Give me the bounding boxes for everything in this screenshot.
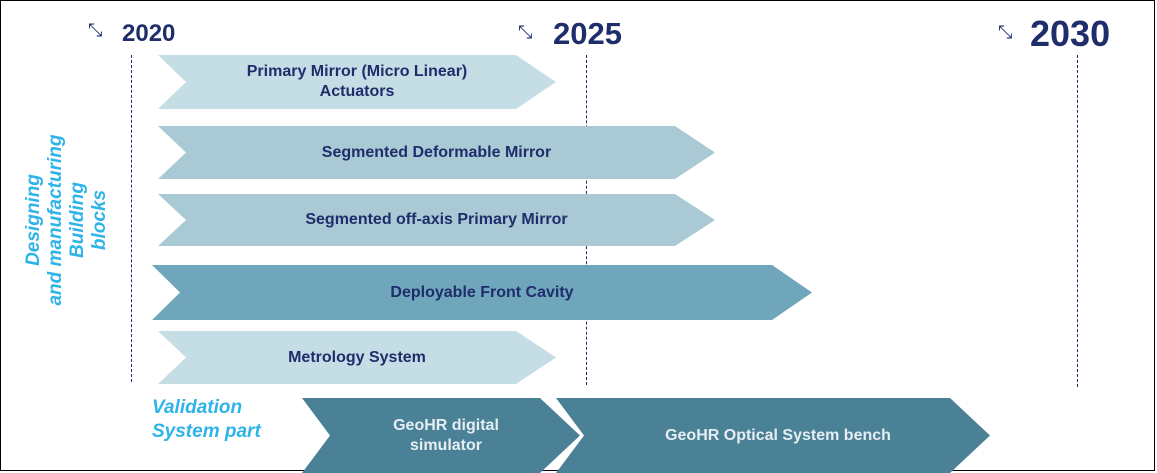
year-2020: 2020 [122, 20, 176, 47]
primary-mirror-actuators-arrow: Primary Mirror (Micro Linear) Actuators [158, 55, 556, 109]
validation-system-label: Validation System part [152, 396, 261, 444]
timeline-2020-line [131, 55, 132, 382]
satellite-icon: ⤡ [998, 22, 1013, 43]
arrow-label: Metrology System [288, 348, 426, 366]
geohr-optical-system-bench-arrow: GeoHR Optical System bench [556, 398, 990, 473]
building-blocks-label: Designing and manufacturing Building blo… [23, 100, 113, 340]
arrow-label: Segmented Deformable Mirror [321, 143, 552, 161]
arrow-label: GeoHR Optical System bench [665, 426, 891, 444]
label-line: and manufacturing [45, 134, 66, 306]
label-line: blocks [89, 189, 110, 251]
satellite-icon: ⤡ [518, 22, 533, 43]
arrow-label: Segmented off-axis Primary Mirror [305, 211, 568, 228]
timeline-2030-line [1077, 55, 1078, 387]
geohr-digital-simulator-arrow: GeoHR digital simulator [302, 398, 580, 473]
label-line: Validation [152, 397, 243, 418]
arrow-label: Deployable Front Cavity [390, 283, 574, 301]
label-line: System part [152, 421, 261, 442]
year-2025: 2025 [553, 16, 622, 51]
label-line: Building [67, 182, 88, 258]
label-line: Designing [23, 174, 44, 266]
deployable-front-cavity-arrow: Deployable Front Cavity [152, 265, 812, 320]
arrow-label: Primary Mirror (Micro Linear) [246, 63, 468, 80]
arrow-label: GeoHR digital [393, 416, 499, 434]
segmented-off-axis-primary-mirror-arrow: Segmented off-axis Primary Mirror [158, 194, 715, 246]
metrology-system-arrow: Metrology System [158, 331, 556, 384]
arrow-label: simulator [409, 436, 482, 454]
segmented-deformable-mirror-arrow: Segmented Deformable Mirror [158, 126, 715, 179]
arrow-label: Actuators [319, 83, 395, 100]
year-2030: 2030 [1030, 13, 1111, 54]
satellite-icon: ⤡ [88, 20, 103, 41]
